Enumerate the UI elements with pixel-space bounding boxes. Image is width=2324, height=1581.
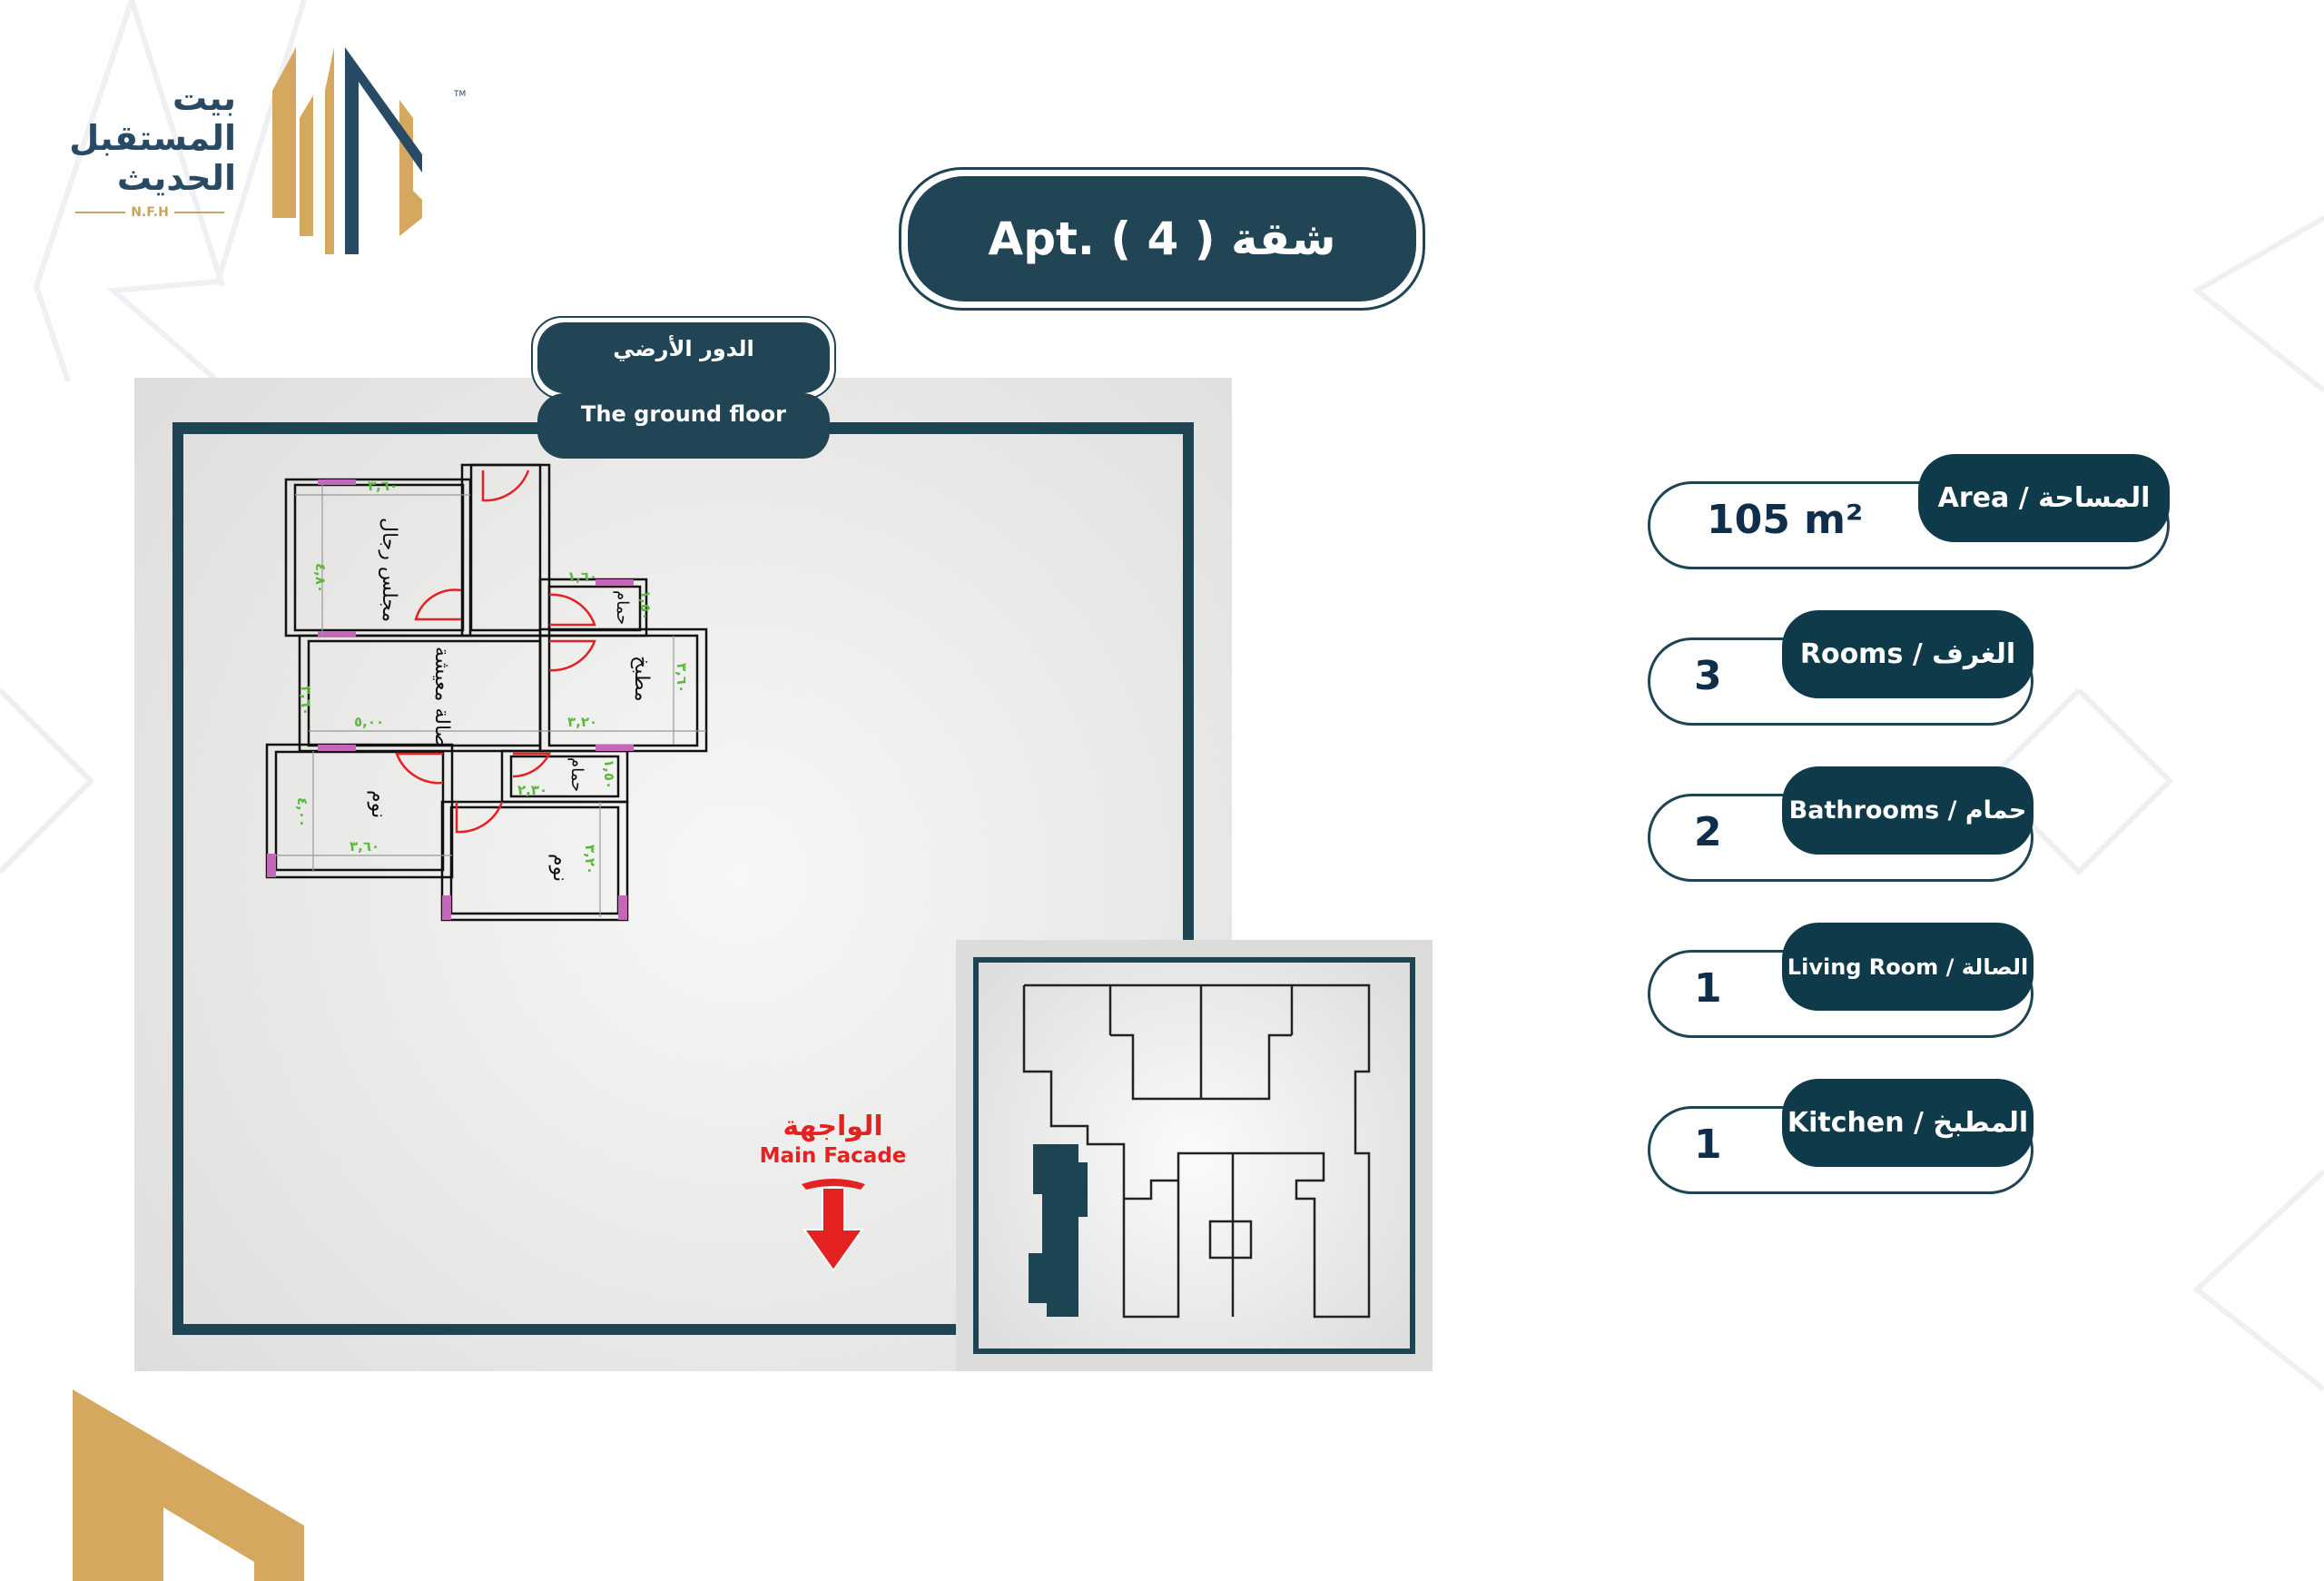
stat-kitchen: 1 Kitchen / المطبخ <box>1648 1079 2034 1194</box>
stat-value: 1 <box>1694 965 1722 1012</box>
dim-label: ٣,٢٠ <box>582 845 598 874</box>
dim-label: ٥,٠٠ <box>354 714 384 730</box>
stat-label: Area / المساحة <box>1918 454 2170 542</box>
stat-value: 1 <box>1694 1122 1722 1168</box>
brand-line1: بيت <box>172 78 236 118</box>
dim-label: ١,٥٠ <box>601 759 617 789</box>
stat-value: 105 m² <box>1707 497 1864 543</box>
dim-label: ٤,٨٠ <box>312 563 329 593</box>
dim-label: ٣,٦٠ <box>298 686 314 716</box>
stat-rooms: 3 Rooms / الغرف <box>1648 610 2034 726</box>
trademark: TM <box>453 90 466 99</box>
room-label-living: صالة معيشة <box>430 647 453 747</box>
key-plan-diagram <box>1022 983 1371 1319</box>
room-label-bath: حمام <box>567 757 586 792</box>
floor-plan: ٣,٦٠ ٤,٨٠ ١,٦٠ ١,٥٠ ٣,٦٠ ٥,٠٠ ٣,٢٠ ٣,٦٠ … <box>265 463 708 922</box>
stat-living-room: 1 Living Room / الصالة <box>1648 923 2034 1038</box>
logo-mark-icon: TM <box>272 47 466 254</box>
dim-label: ٣,٦٠ <box>350 838 379 855</box>
key-plan <box>956 940 1433 1371</box>
dim-label: ٣,٢٠ <box>567 714 597 730</box>
stat-bathrooms: 2 Bathrooms / حمام <box>1648 766 2034 882</box>
stat-area: 105 m² Area / المساحة <box>1648 454 2170 569</box>
floor-ar: الدور الأرضي <box>537 328 830 393</box>
brand-name: بيت المستقبل الحديث <box>64 78 236 198</box>
room-label-bedroom: نوم <box>367 790 389 818</box>
arrow-down-icon <box>801 1179 865 1272</box>
stat-label: Rooms / الغرف <box>1782 610 2034 698</box>
brand-line2: المستقبل <box>69 118 236 158</box>
facade-ar: الواجهة <box>783 1111 883 1142</box>
brand-abbr: N.F.H <box>68 205 231 220</box>
stat-value: 3 <box>1694 653 1722 699</box>
room-label-kitchen: مطبخ <box>630 656 653 702</box>
dim-label: ١,٥٠ <box>637 590 654 620</box>
apartment-title: Apt. ( 4 ) شقة <box>908 176 1416 301</box>
apartment-highlight <box>1029 1144 1088 1317</box>
facade-en: Main Facade <box>759 1144 907 1168</box>
dim-label: ٣,٦٠ <box>368 478 398 494</box>
apartment-title-badge: Apt. ( 4 ) شقة <box>899 167 1425 311</box>
floor-en: The ground floor <box>537 393 830 459</box>
dim-label: ٢,٣٠ <box>517 782 547 798</box>
main-facade-label: الواجهة Main Facade <box>753 1110 912 1279</box>
dim-label: ٤,٠٠ <box>294 797 310 827</box>
stat-label: Kitchen / المطبخ <box>1782 1079 2034 1167</box>
room-label-bath: حمام <box>613 590 632 625</box>
dim-label: ٣,٦٠ <box>674 663 690 693</box>
stat-value: 2 <box>1694 809 1722 855</box>
stat-label: Bathrooms / حمام <box>1782 766 2034 855</box>
room-label-majlis: مجلس رجال <box>378 518 400 622</box>
stat-label: Living Room / الصالة <box>1782 923 2034 1011</box>
corner-logo-shape <box>73 1389 304 1581</box>
room-label-bedroom: نوم <box>548 854 571 882</box>
dim-label: ١,٦٠ <box>567 568 597 585</box>
brand-line3: الحديث <box>116 158 236 198</box>
